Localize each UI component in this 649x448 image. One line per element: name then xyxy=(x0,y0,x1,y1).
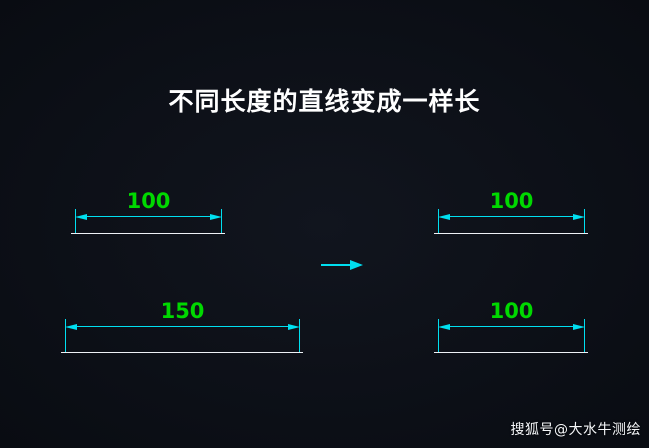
extension-line-left xyxy=(65,319,66,353)
dimension-line-segment xyxy=(449,326,574,327)
drawing-title: 不同长度的直线变成一样长 xyxy=(168,87,481,116)
dimension-line-segment xyxy=(449,216,574,217)
dimension-value: 150 xyxy=(160,299,205,323)
dimension-line xyxy=(75,212,222,221)
measured-line xyxy=(61,352,303,353)
dimension-top-left: 100 xyxy=(71,189,225,234)
extension-line-left xyxy=(438,319,439,353)
arrowhead-right-icon xyxy=(210,213,222,220)
arrowhead-left-icon xyxy=(75,213,87,220)
transform-arrow-icon xyxy=(321,259,363,271)
dimension-bottom-right: 100 xyxy=(434,299,588,353)
dimension-value: 100 xyxy=(489,189,534,213)
dimension-value: 100 xyxy=(489,299,534,323)
dimension-line-segment xyxy=(86,216,211,217)
extension-line-left xyxy=(438,209,439,234)
extension-line-left xyxy=(75,209,76,234)
measured-line xyxy=(434,233,588,234)
transform-arrow-shaft xyxy=(321,264,350,266)
arrowhead-right-icon xyxy=(573,323,585,330)
measured-line xyxy=(434,352,588,353)
dimension-line xyxy=(438,322,585,331)
dimension-value: 100 xyxy=(126,189,171,213)
arrowhead-left-icon xyxy=(438,323,450,330)
arrowhead-right-icon xyxy=(288,323,300,330)
extension-line-right xyxy=(584,209,585,234)
dimension-bottom-left: 150 xyxy=(61,299,303,353)
transform-arrow-head xyxy=(350,260,363,270)
arrowhead-left-icon xyxy=(438,213,450,220)
dimension-line-segment xyxy=(76,326,289,327)
extension-line-right xyxy=(299,319,300,353)
measured-line xyxy=(71,233,225,234)
dimension-line xyxy=(438,212,585,221)
extension-line-right xyxy=(584,319,585,353)
arrowhead-right-icon xyxy=(573,213,585,220)
dimension-line xyxy=(65,322,300,331)
extension-line-right xyxy=(221,209,222,234)
dimension-top-right: 100 xyxy=(434,189,588,234)
arrowhead-left-icon xyxy=(65,323,77,330)
watermark-text: 搜狐号@大水牛测绘 xyxy=(510,422,641,438)
